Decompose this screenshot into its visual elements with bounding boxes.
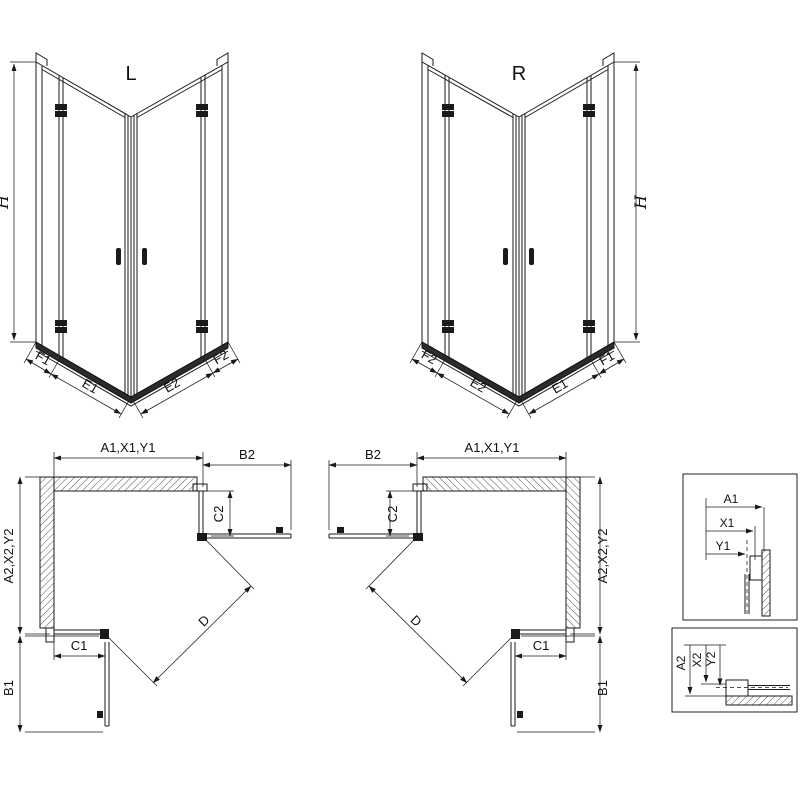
adjustment-profile xyxy=(749,555,763,581)
label-a1x1y1-right: A1,X1,Y1 xyxy=(465,440,520,455)
adjustment-profile xyxy=(725,679,749,697)
detail-box-top: A1 X1 Y1 xyxy=(682,473,798,621)
label-c1-right: C1 xyxy=(533,638,550,653)
label-a2x2y2-left: A2,X2,Y2 xyxy=(1,529,16,584)
detail-bottom-dimensions xyxy=(684,644,788,697)
label-height-left: H xyxy=(0,194,12,210)
label-f1-right: F1 xyxy=(596,348,617,369)
label-e2-right: E2 xyxy=(468,375,489,396)
detail-top-profile xyxy=(744,549,771,617)
plan-view-right xyxy=(329,452,600,732)
plan-view-left xyxy=(20,452,291,732)
label-b1-left: B1 xyxy=(1,680,16,696)
view-title-left: L xyxy=(125,63,136,85)
label-a1x1y1-left: A1,X1,Y1 xyxy=(101,440,156,455)
wall-section xyxy=(725,695,793,706)
label-f2-left: F2 xyxy=(210,347,231,368)
label-x2-detail: X2 xyxy=(690,652,704,667)
label-a2x2y2-right: A2,X2,Y2 xyxy=(595,529,610,584)
label-e2-left: E2 xyxy=(161,375,182,396)
label-f2-right: F2 xyxy=(419,347,440,368)
label-a2-detail: A2 xyxy=(674,655,688,670)
label-b2-left: B2 xyxy=(239,447,255,462)
label-b2-right: B2 xyxy=(365,447,381,462)
label-y2-detail: Y2 xyxy=(704,651,718,666)
detail-bottom-profile xyxy=(725,679,793,706)
label-y1-detail: Y1 xyxy=(716,539,731,553)
wall-section xyxy=(761,549,771,617)
detail-box-top-frame xyxy=(682,473,798,621)
label-c2-right: C2 xyxy=(385,506,400,523)
label-c2-left: C2 xyxy=(211,506,226,523)
detail-top-dimensions xyxy=(705,498,765,616)
label-f1-left: F1 xyxy=(33,348,54,369)
detail-box-bottom: A2 X2 Y2 xyxy=(671,627,798,713)
label-a1-detail: A1 xyxy=(724,492,739,506)
label-height-right: H xyxy=(631,194,650,210)
label-c1-left: C1 xyxy=(71,638,88,653)
label-b1-right: B1 xyxy=(595,680,610,696)
view-title-right: R xyxy=(512,63,526,85)
label-x1-detail: X1 xyxy=(720,516,735,530)
label-e1-right: E1 xyxy=(549,376,570,397)
label-e1-left: E1 xyxy=(80,376,101,397)
